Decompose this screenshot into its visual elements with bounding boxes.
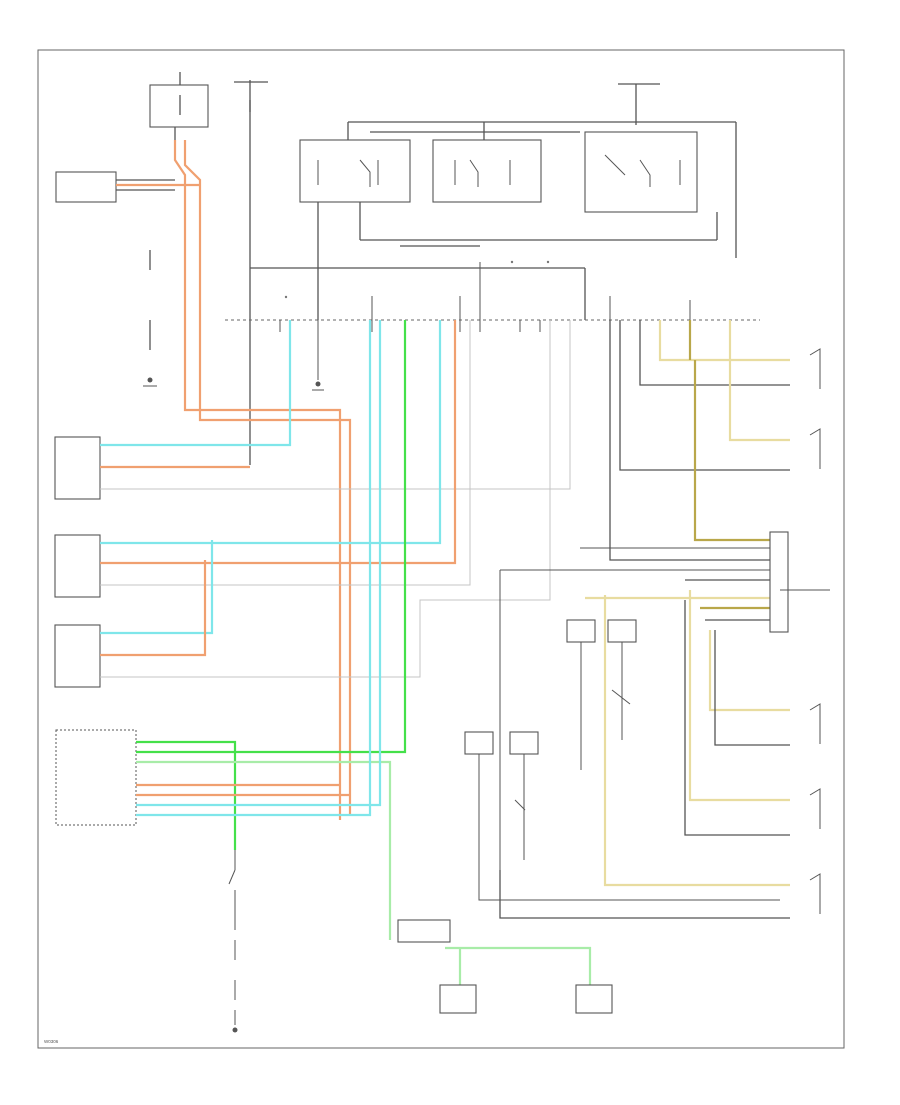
driver-lumbar-switch: [54, 436, 101, 500]
left-front-door-lock-actuator: [769, 531, 789, 633]
passenger-lumbar-switch: [55, 171, 117, 203]
fuse-box-left: [149, 84, 209, 128]
right-rear-door-lock-actuator: [607, 619, 637, 643]
door-lock-relay-2: [432, 139, 542, 203]
diagram-border: [37, 49, 845, 1049]
passenger-door-lock-actuator: [566, 619, 596, 643]
left-rear-door-lock-actuator: [464, 731, 494, 755]
door-lock-relay-1: [299, 139, 411, 203]
body-control-module: [55, 729, 137, 826]
diagram-code: W0306: [44, 1039, 59, 1044]
liftgate-lock-actuator: [439, 984, 477, 1014]
driver-door-switch: [54, 534, 101, 598]
right-front-door-lock-actuator: [575, 984, 613, 1014]
underhood-fuse-block: [397, 919, 451, 943]
driver-seatbelt-switch: [509, 731, 539, 755]
passenger-door-switch: [54, 624, 101, 688]
door-lock-relay-3: [584, 131, 698, 213]
